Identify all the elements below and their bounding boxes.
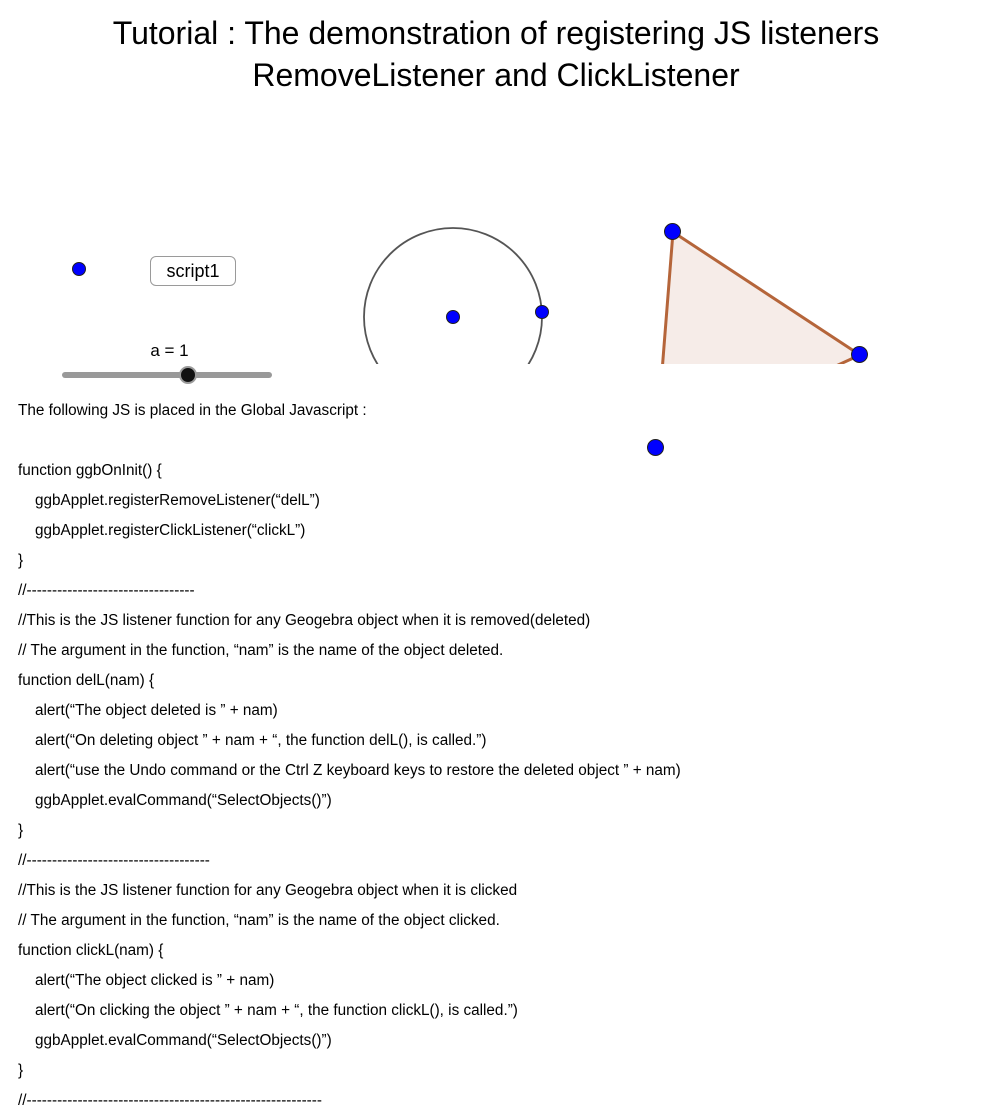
code-line: //This is the JS listener function for a… <box>18 612 591 629</box>
triangle-vertex-3[interactable] <box>647 439 664 456</box>
slider-a-handle[interactable] <box>179 366 197 384</box>
code-line: function ggbOnInit() { <box>18 462 162 479</box>
circle-perimeter-point[interactable] <box>535 305 549 319</box>
code-line: // The argument in the function, “nam” i… <box>18 642 504 659</box>
free-point-a[interactable] <box>72 262 86 276</box>
code-line: The following JS is placed in the Global… <box>18 402 367 419</box>
script1-button[interactable]: script1 <box>150 256 236 286</box>
circle-center-point[interactable] <box>446 310 460 324</box>
triangle-shape[interactable] <box>656 230 862 364</box>
slider-a-label: a = 1 <box>150 341 189 360</box>
code-line: } <box>18 1062 24 1079</box>
code-line: } <box>18 822 24 839</box>
geogebra-applet[interactable]: script1 a = 1 <box>0 96 992 456</box>
code-line: //------------------------------------ <box>18 852 210 869</box>
code-line: //This is the JS listener function for a… <box>18 882 518 899</box>
code-line: alert(“On clicking the object ” + nam + … <box>18 1002 518 1019</box>
code-line <box>0 426 992 456</box>
code-line: alert(“On deleting object ” + nam + “, t… <box>18 732 487 749</box>
code-line: function delL(nam) { <box>18 672 155 689</box>
code-line: ggbApplet.evalCommand(“SelectObjects()”) <box>18 1032 332 1049</box>
code-line: //--------------------------------- <box>18 582 195 599</box>
code-line: function clickL(nam) { <box>18 942 164 959</box>
code-line: alert(“use the Undo command or the Ctrl … <box>18 762 681 779</box>
slider-a-track[interactable] <box>62 372 272 378</box>
code-line: } <box>18 552 24 569</box>
triangle-vertex-1[interactable] <box>664 223 681 240</box>
circle-shape[interactable] <box>363 227 543 364</box>
slider-a[interactable]: a = 1 <box>62 341 277 386</box>
code-line: ggbApplet.evalCommand(“SelectObjects()”) <box>18 792 332 809</box>
code-line: alert(“The object deleted is ” + nam) <box>18 702 278 719</box>
page-title-line-1: Tutorial : The demonstration of register… <box>112 15 880 51</box>
code-line: //--------------------------------------… <box>18 1092 322 1109</box>
code-line: ggbApplet.registerRemoveListener(“delL”) <box>18 492 320 509</box>
code-line: ggbApplet.registerClickListener(“clickL”… <box>18 522 306 539</box>
code-line: // The argument in the function, “nam” i… <box>18 912 500 929</box>
page-title: Tutorial : The demonstration of register… <box>0 0 992 96</box>
code-line: alert(“The object clicked is ” + nam) <box>18 972 275 989</box>
javascript-code-block: The following JS is placed in the Global… <box>0 396 992 1116</box>
triangle-vertex-2[interactable] <box>851 346 868 363</box>
page-title-line-2: RemoveListener and ClickListener <box>252 57 740 93</box>
geometry-canvas[interactable] <box>0 96 992 364</box>
